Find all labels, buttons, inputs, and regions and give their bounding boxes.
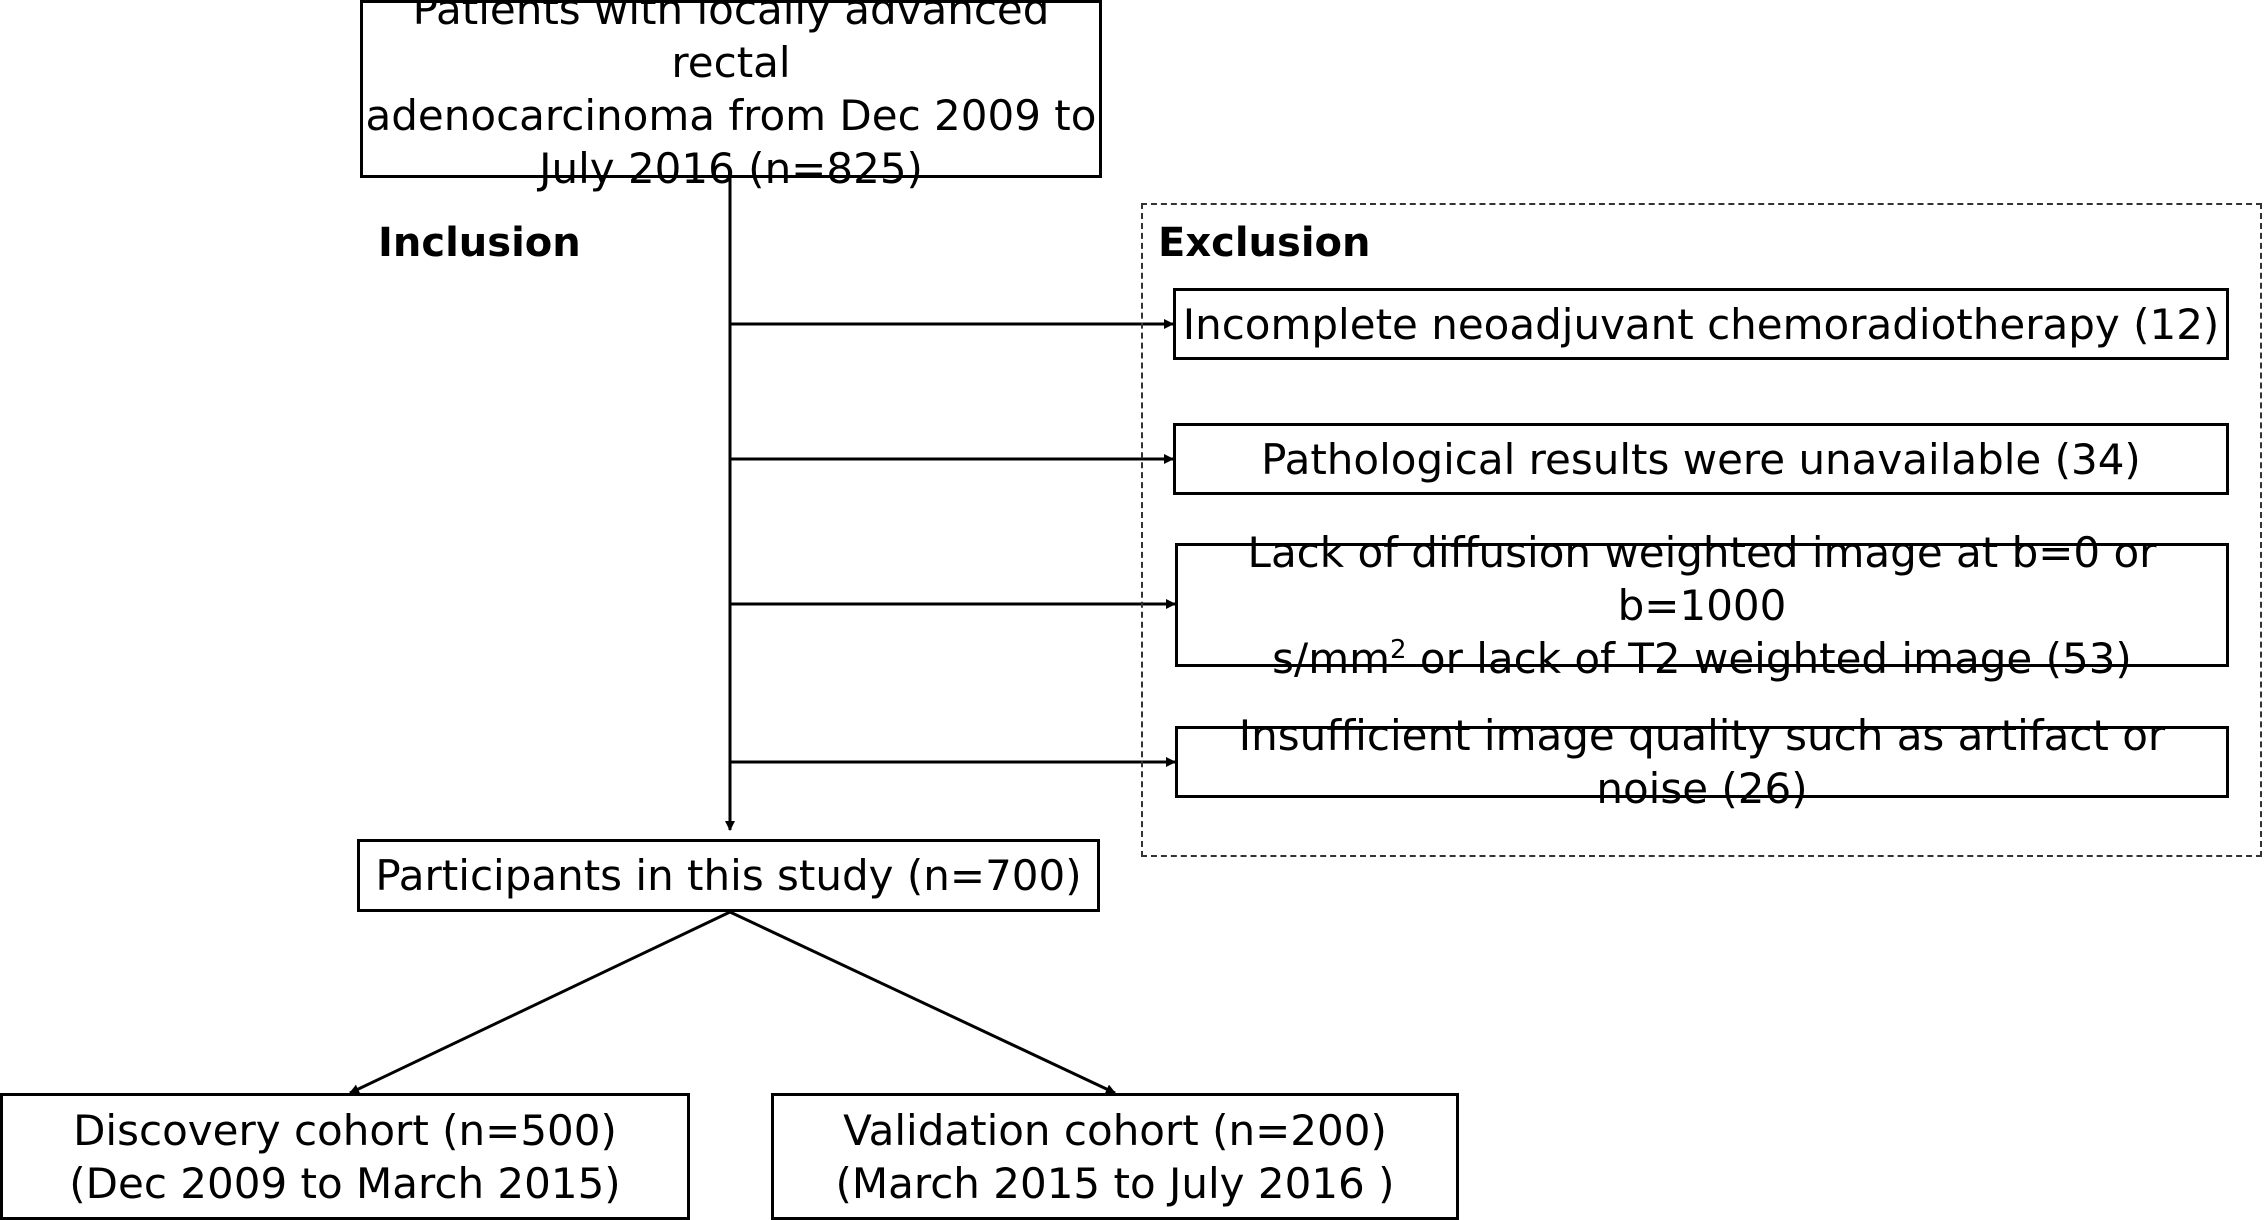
validation-cohort-box: Validation cohort (n=200) (March 2015 to… bbox=[771, 1093, 1459, 1220]
source-line-3: July 2016 (n=825) bbox=[539, 144, 923, 193]
discovery-cohort-box: Discovery cohort (n=500) (Dec 2009 to Ma… bbox=[0, 1093, 690, 1220]
exclusion-text-3-line-1: Lack of diffusion weighted image at b=0 … bbox=[1247, 527, 2157, 630]
discovery-cohort-line-2: (Dec 2009 to March 2015) bbox=[69, 1158, 621, 1208]
source-line-2: adenocarcinoma from Dec 2009 to bbox=[365, 91, 1097, 140]
exclusion-group bbox=[1141, 203, 2262, 857]
split-arrow-discovery bbox=[349, 910, 731, 1095]
source-line-1: Patients with locally advanced rectal bbox=[412, 0, 1050, 87]
exclusion-text-3-line-2: s/mm2 or lack of T2 weighted image (53) bbox=[1272, 633, 2132, 683]
exclusion-box-incomplete-therapy: Incomplete neoadjuvant chemoradiotherapy… bbox=[1173, 288, 2229, 360]
exclusion-box-missing-images: Lack of diffusion weighted image at b=0 … bbox=[1175, 528, 2229, 683]
participants-text: Participants in this study (n=700) bbox=[375, 851, 1082, 900]
exclusion-text-1: Incomplete neoadjuvant chemoradiotherapy… bbox=[1182, 299, 2220, 349]
exclusion-heading: Exclusion bbox=[1158, 220, 1371, 266]
validation-cohort-line-2: (March 2015 to July 2016 ) bbox=[835, 1158, 1395, 1208]
validation-cohort-line-1: Validation cohort (n=200) bbox=[843, 1105, 1387, 1155]
participants-box: Participants in this study (n=700) bbox=[357, 839, 1100, 912]
exclusion-box-pathology-unavailable: Pathological results were unavailable (3… bbox=[1173, 423, 2229, 495]
discovery-cohort-line-1: Discovery cohort (n=500) bbox=[73, 1105, 617, 1155]
inclusion-heading: Inclusion bbox=[378, 220, 581, 266]
source-population-box: Patients with locally advanced rectal ad… bbox=[360, 0, 1102, 193]
exclusion-text-2: Pathological results were unavailable (3… bbox=[1261, 434, 2141, 484]
split-arrow-validation bbox=[729, 910, 1116, 1095]
exclusion-box-image-quality: Insufficient image quality such as artif… bbox=[1175, 711, 2229, 813]
exclusion-text-4: Insufficient image quality such as artif… bbox=[1238, 711, 2166, 813]
